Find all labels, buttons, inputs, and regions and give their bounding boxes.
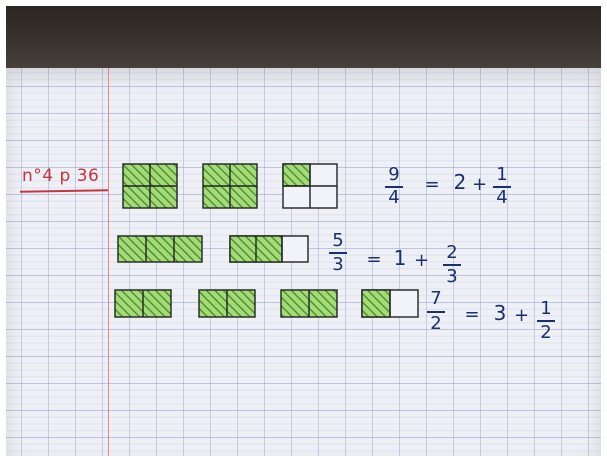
row-1-remainder-numerator: 1 [494,166,510,184]
bar-halves-1 [115,290,171,317]
row-2-equals: = [366,251,382,269]
row-1-plus: + [472,176,486,194]
row-1-whole: 2 [452,173,468,191]
row-1-denominator: 4 [386,189,402,207]
bar-thirds-whole [118,236,202,262]
row-2-numerator: 5 [330,232,346,250]
row-3-whole: 3 [492,304,508,322]
row-2-plus: + [414,252,428,270]
bar-halves-3 [281,290,337,317]
row-2-shapes [118,236,308,262]
row-1-equals: = [424,176,440,194]
row-3-numerator: 7 [428,290,444,308]
square-partial [283,164,337,208]
row-3-remainder-denominator: 2 [538,324,554,342]
row-2-remainder-denominator: 3 [444,268,460,286]
square-whole-1 [123,164,177,208]
row-1-remainder-denominator: 4 [494,189,510,207]
row-3-denominator: 2 [428,315,444,333]
row-3-equals: = [464,306,480,324]
square-whole-2 [203,164,257,208]
row-1-numerator: 9 [386,166,402,184]
row-3-shapes [115,290,418,317]
row-2-whole: 1 [392,249,408,267]
row-1-shapes [123,164,337,208]
bar-halves-partial [362,290,418,317]
bar-thirds-partial [230,236,308,262]
row-2-denominator: 3 [330,256,346,274]
bar-halves-2 [199,290,255,317]
row-3-remainder-numerator: 1 [538,300,554,318]
row-3-plus: + [514,307,528,325]
row-2-remainder-numerator: 2 [444,244,460,262]
